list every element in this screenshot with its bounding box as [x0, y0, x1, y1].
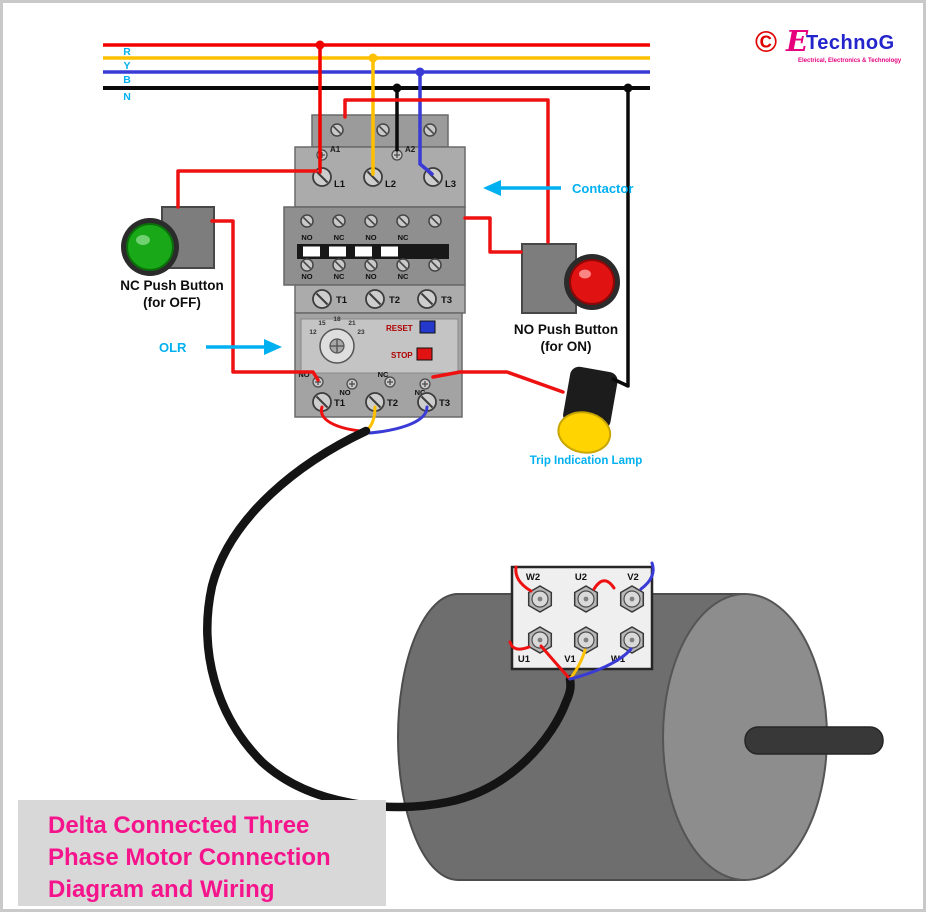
control-wire-red — [431, 370, 565, 394]
nc-button-title: NC Push Button — [120, 278, 224, 293]
motor-feed-blue — [568, 647, 633, 681]
phase-label-r: R — [123, 46, 131, 58]
dial-tick: 18 — [333, 316, 341, 323]
olr-arrow-head — [264, 339, 282, 355]
olr-terminal-t1: T1 — [334, 398, 346, 409]
phase-label-y: Y — [123, 60, 130, 72]
junction-dot-n2 — [623, 83, 633, 93]
title-line-2: Phase Motor Connection — [48, 844, 331, 871]
contactor: A1 A2 L1 L2 L3 NO NC NO NC NO NC NO NC T… — [283, 114, 466, 314]
logo: © E TechnoG Electrical, Electronics & Te… — [755, 24, 902, 64]
no-button-subtitle: (for ON) — [541, 339, 592, 354]
stop-button — [416, 347, 433, 361]
title-line-3: Diagram and Wiring — [48, 876, 274, 903]
junction-dot-n1 — [392, 83, 402, 93]
motor-terminal-v2: V2 — [627, 572, 639, 583]
control-wire-red — [343, 98, 550, 244]
olr-aux-label: NC — [415, 388, 426, 397]
motor-feed-yellow — [568, 648, 587, 681]
motor-terminal-v1: V1 — [564, 654, 576, 665]
dial-tick: 21 — [348, 320, 356, 327]
title-line-1: Delta Connected Three — [48, 812, 309, 839]
stop-label: STOP — [391, 351, 413, 360]
nc-push-button: NC Push Button (for OFF) — [120, 206, 224, 310]
coil-terminal-a2: A2 — [405, 145, 416, 154]
motor-terminal-u2: U2 — [575, 572, 587, 583]
title-block: Delta Connected Three Phase Motor Connec… — [18, 800, 386, 906]
junction-dot-b — [415, 67, 425, 77]
no-push-button: NO Push Button (for ON) — [514, 243, 620, 354]
copyright-icon: © — [755, 26, 777, 59]
wire-b-to-l3 — [418, 70, 434, 176]
aux-label: NC — [398, 272, 409, 281]
jumper-wire-red — [508, 640, 531, 651]
line-terminal-l1: L1 — [334, 179, 346, 190]
lamp-bulb — [557, 411, 612, 454]
olr-t3-wire — [368, 405, 429, 435]
contactor-arrow-head — [483, 180, 501, 196]
motor-cable — [203, 426, 575, 812]
brand-name: TechnoG — [806, 32, 895, 54]
trip-lamp-label: Trip Indication Lamp — [530, 455, 642, 467]
control-wire-red — [463, 216, 523, 254]
load-terminal-t3: T3 — [441, 295, 452, 306]
aux-label: NO — [301, 233, 312, 242]
olr-terminal-t2: T2 — [387, 398, 398, 409]
junction-dots — [315, 40, 633, 93]
load-terminal-t1: T1 — [336, 295, 348, 306]
phase-label-n: N — [123, 91, 131, 103]
no-button-title: NO Push Button — [514, 322, 618, 337]
olr-aux-label: NO — [298, 370, 309, 379]
olr: 12 15 18 21 23 RESET STOP NO NO NC NC T1… — [294, 312, 463, 418]
green-button — [126, 223, 174, 271]
aux-label: NO — [365, 272, 376, 281]
line-terminal-l3: L3 — [445, 179, 456, 190]
motor-body — [397, 593, 746, 881]
trip-lamp: Trip Indication Lamp — [530, 366, 642, 467]
annotations: Contactor OLR — [159, 180, 633, 355]
red-button — [569, 259, 615, 305]
control-wire-red — [176, 169, 318, 209]
dial-tick: 15 — [318, 320, 326, 327]
motor-feed-red — [539, 644, 572, 681]
junction-dot-r — [315, 40, 325, 50]
olr-aux-label: NO — [339, 388, 350, 397]
coil-terminal-a1: A1 — [330, 145, 341, 154]
brand-initial: E — [785, 24, 809, 58]
jumper-wire-blue — [639, 561, 655, 591]
junction-dot-y — [368, 53, 378, 63]
aux-label: NO — [365, 233, 376, 242]
reset-label: RESET — [386, 324, 413, 333]
olr-t1-wire — [320, 405, 362, 433]
dial-tick: 23 — [357, 329, 365, 336]
nc-button-subtitle: (for OFF) — [143, 295, 201, 310]
brand-tagline: Electrical, Electronics & Technology — [798, 58, 902, 64]
jumper-wire-red — [514, 565, 533, 593]
olr-label: OLR — [159, 340, 187, 355]
title-background — [18, 800, 386, 906]
aux-label: NC — [398, 233, 409, 242]
load-terminal-t2: T2 — [389, 295, 400, 306]
jumper-wire-red — [592, 579, 616, 591]
aux-label: NC — [334, 233, 345, 242]
motor: W2 U2 V2 U1 V1 W1 — [397, 561, 884, 881]
olr-aux-label: NC — [378, 370, 389, 379]
wire-n-to-lamp — [611, 86, 630, 388]
contactor-label: Contactor — [572, 181, 633, 196]
dial-tick: 12 — [309, 329, 317, 336]
control-wire-red — [210, 219, 320, 382]
olr-terminal-t3: T3 — [439, 398, 450, 409]
reset-button — [419, 320, 436, 334]
phase-label-b: B — [123, 74, 131, 86]
wires — [176, 43, 633, 812]
motor-terminal-u1: U1 — [518, 654, 531, 665]
motor-shaft — [744, 726, 884, 755]
aux-label: NO — [301, 272, 312, 281]
aux-label: NC — [334, 272, 345, 281]
motor-terminal-w2: W2 — [526, 572, 540, 583]
line-terminal-l2: L2 — [385, 179, 396, 190]
